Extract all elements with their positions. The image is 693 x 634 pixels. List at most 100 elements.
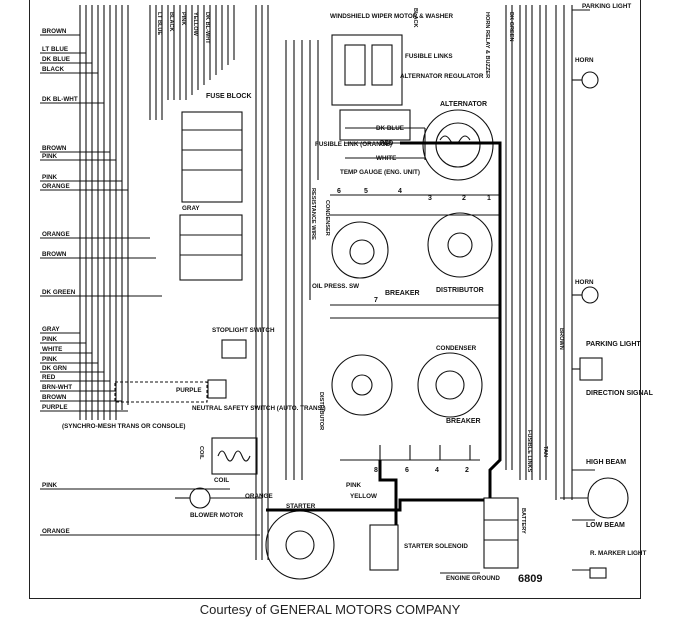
coil-side-label: COIL — [198, 446, 204, 460]
left-wire-label: PINK — [42, 336, 57, 343]
wiper-motor-label: WINDSHIELD WIPER MOTOR & WASHER — [330, 13, 453, 20]
wire-color-labels: PURPLE DK BLUE RED WHITE YELLOW ORANGE G… — [176, 8, 564, 500]
alternator-regulator-label: ALTERNATOR REGULATOR — [400, 73, 484, 80]
fusible-links-lower-label: FUSIBLE LINKS — [526, 430, 532, 473]
wire-label-yellow: YELLOW — [350, 493, 377, 500]
wire-label-red: RED — [380, 140, 394, 147]
battery-label: BATTERY — [520, 508, 526, 534]
terminal-number: 4 — [398, 188, 402, 195]
terminal-number: 2 — [462, 195, 466, 202]
left-wire-label: WHITE — [42, 346, 62, 353]
top-wire-label: PINK — [180, 12, 186, 25]
left-wire-label: GRAY — [42, 326, 60, 333]
left-wire-label: DK BL-WHT — [42, 96, 78, 103]
top-wire-label: LT BLUE — [156, 12, 162, 35]
top-wire-labels: LT BLUE BLACK PINK YELLOW DK BL-WHT — [156, 12, 210, 44]
stoplight-switch-label: STOPLIGHT SWITCH — [212, 327, 275, 334]
left-wire-label: BROWN — [42, 251, 67, 258]
terminal-number: 8 — [374, 467, 378, 474]
component-labels: FUSE BLOCK WINDSHIELD WIPER MOTOR & WASH… — [62, 3, 654, 585]
engine-ground-label: ENGINE GROUND — [446, 575, 500, 582]
alternator-label: ALTERNATOR — [440, 101, 487, 108]
terminal-number: 5 — [364, 188, 368, 195]
wire-lines — [40, 5, 629, 580]
parking-light-lower-label: PARKING LIGHT — [586, 341, 641, 348]
neutral-safety-switch-label: NEUTRAL SAFETY SWITCH (AUTO. TRANS.) — [192, 405, 326, 412]
starter-label: STARTER — [286, 503, 316, 510]
top-wire-label: DK BL-WHT — [204, 12, 210, 44]
horn-relay-label: HORN RELAY & BUZZER — [484, 12, 490, 78]
diagram-number: 6809 — [518, 573, 542, 585]
wire-label-dk-blue: DK BLUE — [376, 125, 404, 132]
terminal-number: 6 — [405, 467, 409, 474]
wire-label-black: BLACK — [412, 8, 418, 28]
oil-press-sw-label: OIL PRESS. SW — [312, 283, 359, 290]
left-wire-label: BROWN — [42, 394, 67, 401]
breaker-lower-label: BREAKER — [446, 418, 481, 425]
horn-top-label: HORN — [575, 57, 594, 64]
fusible-link-orange-label: FUSIBLE LINK (ORANGE) — [315, 141, 392, 148]
terminal-number: 7 — [374, 297, 378, 304]
wire-label-purple: PURPLE — [176, 387, 202, 394]
wire-label-white: WHITE — [376, 155, 396, 162]
r-marker-light-label: R. MARKER LIGHT — [590, 550, 646, 557]
fusible-links-top-label: FUSIBLE LINKS — [405, 53, 453, 60]
left-wire-label: BROWN — [42, 28, 67, 35]
left-wire-label: PINK — [42, 153, 57, 160]
left-wire-label: LT BLUE — [42, 46, 68, 53]
left-wire-label: BRN-WHT — [42, 384, 72, 391]
condenser-lower-label: CONDENSER — [436, 345, 477, 352]
direction-signal-label: DIRECTION SIGNAL — [586, 390, 654, 397]
distributor-lower-label: DISTRIBUTOR — [318, 392, 324, 430]
left-wire-label: PURPLE — [42, 404, 68, 411]
low-beam-label: LOW BEAM — [586, 522, 625, 529]
starter-solenoid-label: STARTER SOLENOID — [404, 543, 468, 550]
distributor-top-label: DISTRIBUTOR — [436, 287, 484, 294]
terminal-number: 3 — [428, 195, 432, 202]
left-wire-label: RED — [42, 374, 56, 381]
frame-right-border — [640, 0, 641, 598]
terminal-number: 2 — [465, 467, 469, 474]
terminal-number: 4 — [435, 467, 439, 474]
fuse-block-label: FUSE BLOCK — [206, 93, 252, 100]
frame-left-border — [29, 0, 30, 598]
wire-label-brown: BROWN — [558, 328, 564, 350]
condenser-top-label: CONDENSER — [324, 200, 330, 236]
left-wire-label: BLACK — [42, 66, 64, 73]
top-wire-label: BLACK — [168, 12, 174, 32]
terminal-numbers: 6 5 4 3 2 1 7 8 6 4 2 — [337, 188, 491, 474]
wire-label-gray: GRAY — [182, 205, 200, 212]
coil-label: COIL — [214, 477, 229, 484]
left-wire-label: PINK — [42, 356, 57, 363]
blower-motor-label: BLOWER MOTOR — [190, 512, 244, 519]
parking-light-top-label: PARKING LIGHT — [582, 3, 631, 10]
wire-label-tan: TAN — [542, 446, 548, 457]
horn-lower-label: HORN — [575, 279, 594, 286]
wire-label-pink: PINK — [346, 482, 361, 489]
heavy-wires — [266, 141, 502, 525]
credit-line: Courtesy of GENERAL MOTORS COMPANY — [199, 602, 461, 617]
left-wire-label: DK BLUE — [42, 56, 70, 63]
left-wire-label: ORANGE — [42, 231, 70, 238]
high-beam-label: HIGH BEAM — [586, 459, 626, 466]
left-wire-label: ORANGE — [42, 183, 70, 190]
left-wire-label: DK GREEN — [42, 289, 76, 296]
left-wire-label: PINK — [42, 174, 57, 181]
wire-label-orange: ORANGE — [245, 493, 273, 500]
left-wire-label: DK GRN — [42, 365, 67, 372]
breaker-top-label: BREAKER — [385, 290, 420, 297]
left-wire-label: PINK — [42, 482, 57, 489]
synchro-mesh-label: (SYNCHRO-MESH TRANS OR CONSOLE) — [62, 423, 186, 430]
wire-label-dk-green: DK GREEN — [508, 12, 514, 42]
left-wire-label: ORANGE — [42, 528, 70, 535]
temp-gauge-label: TEMP GAUGE (ENG. UNIT) — [340, 169, 420, 176]
top-wire-label: YELLOW — [192, 12, 198, 37]
left-wire-labels: BROWN LT BLUE DK BLUE BLACK DK BL-WHT BR… — [42, 28, 78, 535]
resistance-wire-label: RESISTANCE WIRE — [310, 188, 316, 240]
frame-bottom-border — [29, 598, 641, 599]
left-wire-label: BROWN — [42, 145, 67, 152]
terminal-number: 1 — [487, 195, 491, 202]
terminal-number: 6 — [337, 188, 341, 195]
